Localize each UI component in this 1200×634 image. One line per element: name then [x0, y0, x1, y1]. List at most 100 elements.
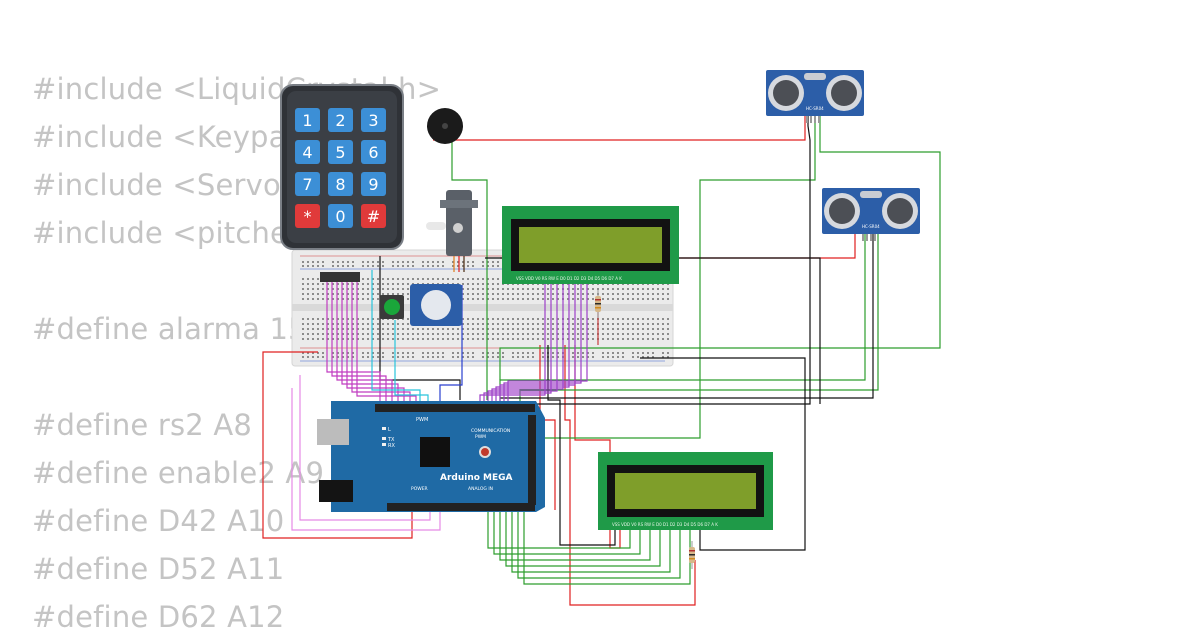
key-label: 4 [302, 143, 312, 162]
breadboard-hole [332, 333, 334, 335]
breadboard-hole [457, 278, 459, 280]
wire [299, 375, 431, 521]
rail-hole [442, 356, 444, 358]
breadboard-hole [342, 298, 344, 300]
breadboard-hole [637, 293, 639, 295]
breadboard-hole [462, 283, 464, 285]
breadboard-hole [322, 283, 324, 285]
rail-hole [462, 356, 464, 358]
breadboard-hole [337, 318, 339, 320]
breadboard-hole [377, 318, 379, 320]
breadboard-hole [507, 288, 509, 290]
breadboard-hole [492, 298, 494, 300]
breadboard-hole [332, 283, 334, 285]
breadboard-hole [362, 318, 364, 320]
breadboard-hole [372, 318, 374, 320]
ultrasonic-label: HC-SR04 [806, 106, 824, 111]
rail-hole [497, 352, 499, 354]
breadboard-hole [592, 328, 594, 330]
breadboard-hole [662, 293, 664, 295]
breadboard-hole [342, 293, 344, 295]
servo-shaft [453, 223, 463, 233]
rail-hole [367, 261, 369, 263]
lcd-display-2: VSS VDD V0 RS RW E D0 D1 D2 D3 D4 D5 D6 … [598, 452, 773, 530]
breadboard-hole [642, 318, 644, 320]
breadboard-hole [572, 288, 574, 290]
key-cap [328, 140, 353, 164]
breadboard-hole [652, 293, 654, 295]
rail-hole [542, 356, 544, 358]
breadboard-hole [657, 293, 659, 295]
breadboard-hole [312, 278, 314, 280]
breadboard-hole [337, 298, 339, 300]
breadboard-hole [362, 333, 364, 335]
rail-hole [412, 352, 414, 354]
breadboard-hole [557, 293, 559, 295]
status-led [382, 427, 386, 430]
breadboard-hole [357, 283, 359, 285]
breadboard-hole [337, 283, 339, 285]
breadboard-hole [332, 288, 334, 290]
breadboard-hole [522, 293, 524, 295]
breadboard-hole [377, 323, 379, 325]
rail-hole [397, 356, 399, 358]
rail-hole [422, 265, 424, 267]
key-label: 9 [368, 175, 378, 194]
rail-hole [602, 352, 604, 354]
rail-hole [487, 265, 489, 267]
lcd2-data-wire [505, 512, 661, 567]
buzzer-wire [433, 108, 806, 141]
breadboard-hole [477, 338, 479, 340]
breadboard-hole [392, 288, 394, 290]
breadboard-hole [317, 278, 319, 280]
breadboard-hole [367, 333, 369, 335]
breadboard-hole [517, 298, 519, 300]
breadboard-hole [552, 328, 554, 330]
breadboard-hole [472, 318, 474, 320]
breadboard-hole [457, 338, 459, 340]
keypad-wire [331, 282, 387, 402]
breadboard-hole [552, 318, 554, 320]
rail-hole [367, 356, 369, 358]
breadboard-hole [477, 328, 479, 330]
breadboard-hole [447, 328, 449, 330]
rail-hole [302, 352, 304, 354]
breadboard-hole [332, 318, 334, 320]
resistor-band [689, 558, 695, 560]
breadboard-hole [577, 338, 579, 340]
rail-hole [412, 265, 414, 267]
breadboard-hole [647, 298, 649, 300]
breadboard-hole [627, 328, 629, 330]
wire [540, 108, 816, 439]
breadboard-hole [312, 328, 314, 330]
breadboard-hole [637, 288, 639, 290]
breadboard-hole [642, 328, 644, 330]
rail-hole [667, 352, 669, 354]
breadboard-hole [582, 288, 584, 290]
breadboard-hole [522, 298, 524, 300]
buzzer-hole [442, 123, 448, 129]
rail-hole [302, 356, 304, 358]
breadboard-hole [382, 333, 384, 335]
breadboard-hole [422, 338, 424, 340]
breadboard-hole [552, 298, 554, 300]
breadboard-hole [402, 283, 404, 285]
rail-hole [557, 352, 559, 354]
breadboard-hole [322, 293, 324, 295]
breadboard-hole [402, 333, 404, 335]
breadboard-hole [482, 328, 484, 330]
lcd1-data-wire [499, 282, 576, 402]
breadboard-hole [317, 293, 319, 295]
wire [500, 228, 874, 399]
lcd-pin-labels: VSS VDD V0 RS RW E D0 D1 D2 D3 D4 D5 D6 … [612, 522, 718, 527]
breadboard-hole [617, 338, 619, 340]
breadboard-hole [532, 318, 534, 320]
breadboard-hole [397, 333, 399, 335]
rail-hole [322, 352, 324, 354]
breadboard-hole [397, 338, 399, 340]
breadboard-hole [547, 338, 549, 340]
breadboard-hole [667, 323, 669, 325]
key-label: 5 [335, 143, 345, 162]
breadboard-hole [342, 318, 344, 320]
breadboard-hole [327, 318, 329, 320]
